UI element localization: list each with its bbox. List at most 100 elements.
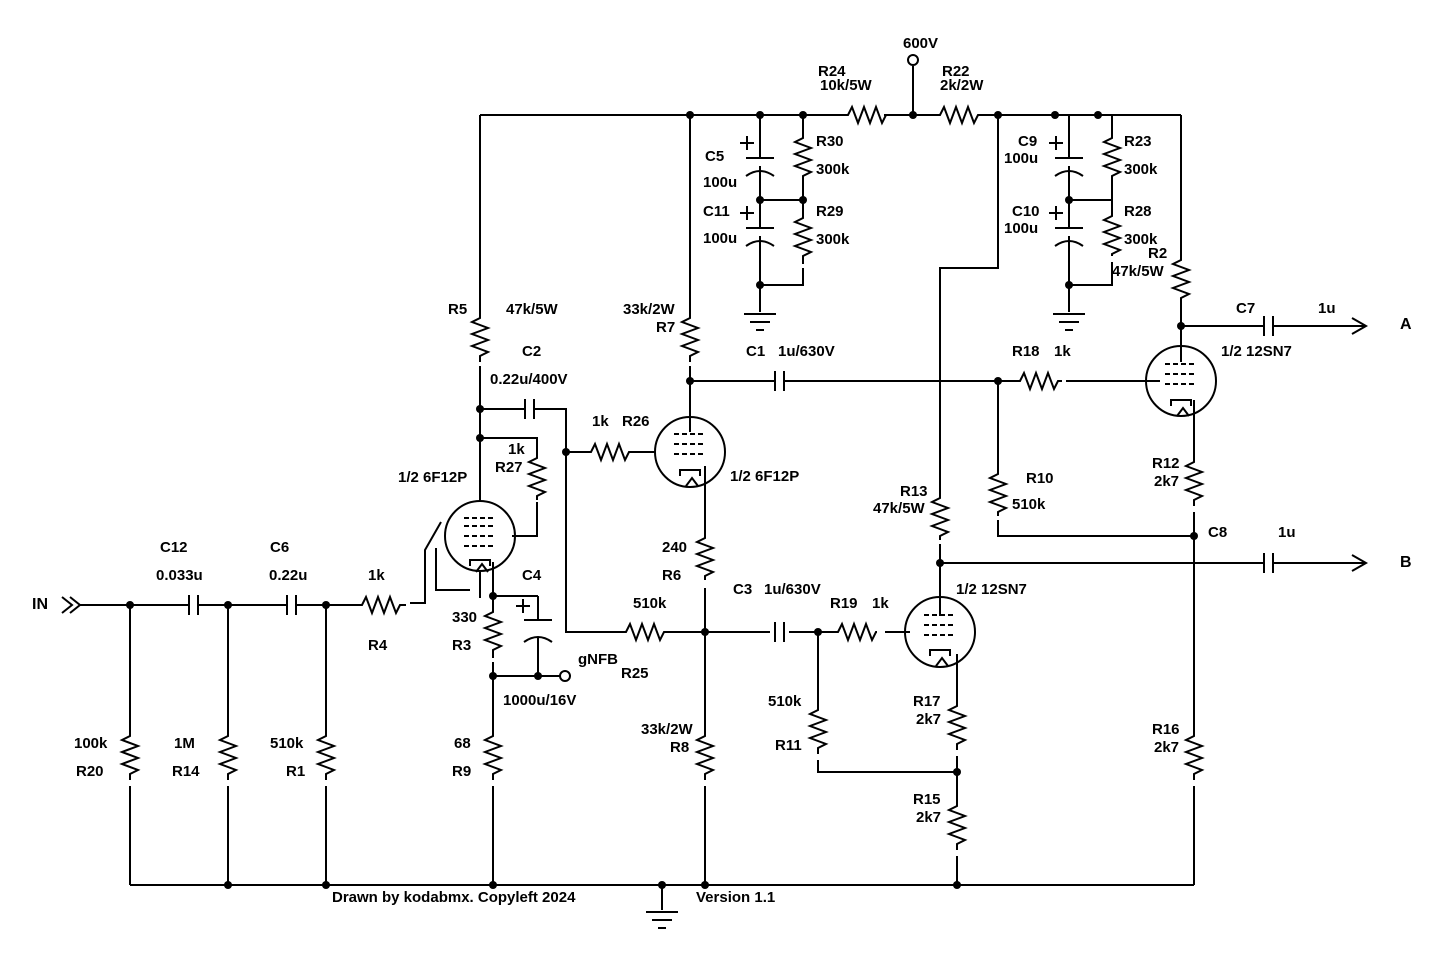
c11-ref: C11 bbox=[703, 203, 730, 220]
tube-v2a-label: 1/2 12SN7 bbox=[1221, 343, 1292, 360]
r24-ref: R24 bbox=[818, 63, 846, 80]
capacitor-c11 bbox=[740, 206, 775, 247]
c5-ref: C5 bbox=[705, 148, 724, 165]
r1-ref: R1 bbox=[286, 763, 305, 780]
tube-v2b-label: 1/2 12SN7 bbox=[956, 581, 1027, 598]
r23-value: 300k bbox=[1124, 161, 1158, 178]
r1-value: 510k bbox=[270, 735, 304, 752]
resistor-r17 bbox=[946, 702, 968, 750]
r6-ref: R6 bbox=[662, 567, 681, 584]
r11-ref: R11 bbox=[775, 737, 802, 754]
r28-value: 300k bbox=[1124, 231, 1158, 248]
r10-ref: R10 bbox=[1026, 470, 1054, 487]
r4-value: 1k bbox=[368, 567, 385, 584]
resistor-r28 bbox=[1101, 212, 1123, 256]
c12-ref: C12 bbox=[160, 539, 188, 556]
output-a-arrow-icon bbox=[1351, 317, 1369, 335]
r16-value: 2k7 bbox=[1154, 739, 1179, 756]
r23-ref: R23 bbox=[1124, 133, 1152, 150]
tube-v2a bbox=[1145, 345, 1217, 417]
c10-value: 100u bbox=[1004, 220, 1038, 237]
r2-ref: R2 bbox=[1148, 245, 1167, 262]
c2-ref: C2 bbox=[522, 343, 541, 360]
r24-value: 10k/5W bbox=[820, 77, 873, 94]
r20-value: 100k bbox=[74, 735, 108, 752]
r5-ref: R5 bbox=[448, 301, 467, 318]
resistor-r15 bbox=[946, 800, 968, 850]
r7-ref: R7 bbox=[656, 319, 675, 336]
r16-ref: R16 bbox=[1152, 721, 1180, 738]
r8-value: 33k/2W bbox=[641, 721, 694, 738]
r15-value: 2k7 bbox=[916, 809, 941, 826]
resistor-r9 bbox=[482, 732, 504, 780]
r29-ref: R29 bbox=[816, 203, 844, 220]
r4-ref: R4 bbox=[368, 637, 388, 654]
c11-value: 100u bbox=[703, 230, 737, 247]
r17-value: 2k7 bbox=[916, 711, 941, 728]
resistor-r26 bbox=[585, 441, 631, 463]
supply-terminal bbox=[907, 54, 919, 66]
resistor-r10 bbox=[987, 470, 1009, 516]
tube-v2b bbox=[904, 596, 976, 668]
capacitor-c3 bbox=[774, 622, 785, 642]
resistor-r20 bbox=[119, 732, 141, 780]
capacitor-c4 bbox=[516, 599, 553, 660]
r30-ref: R30 bbox=[816, 133, 844, 150]
version-text: Version 1.1 bbox=[696, 889, 775, 906]
c7-value: 1u bbox=[1318, 300, 1336, 317]
r6-value: 240 bbox=[662, 539, 687, 556]
c8-value: 1u bbox=[1278, 524, 1296, 541]
credit-text: Drawn by kodabmx. Copyleft 2024 bbox=[332, 889, 576, 906]
r27-value: 1k bbox=[508, 441, 525, 458]
r30-value: 300k bbox=[816, 161, 850, 178]
resistor-r14 bbox=[217, 732, 239, 780]
gnfb-terminal bbox=[559, 670, 571, 682]
tube-v1b bbox=[654, 416, 726, 488]
resistor-r29 bbox=[792, 214, 814, 264]
r20-ref: R20 bbox=[76, 763, 104, 780]
r25-value: 510k bbox=[633, 595, 667, 612]
resistor-r12 bbox=[1183, 456, 1205, 506]
c9-value: 100u bbox=[1004, 150, 1038, 167]
c1-ref: C1 bbox=[746, 343, 765, 360]
capacitor-c8 bbox=[1240, 553, 1280, 573]
r28-ref: R28 bbox=[1124, 203, 1152, 220]
resistor-r7 bbox=[679, 314, 701, 362]
wiring bbox=[98, 66, 1366, 910]
c3-ref: C3 bbox=[733, 581, 752, 598]
supply-label: 600V bbox=[903, 35, 938, 52]
c9-ref: C9 bbox=[1018, 133, 1037, 150]
r14-ref: R14 bbox=[172, 763, 200, 780]
r18-value: 1k bbox=[1054, 343, 1071, 360]
c4-value: 1000u/16V bbox=[503, 692, 576, 709]
r17-ref: R17 bbox=[913, 693, 941, 710]
c1-value: 1u/630V bbox=[778, 343, 835, 360]
resistor-r23 bbox=[1101, 134, 1123, 184]
r8-ref: R8 bbox=[670, 739, 689, 756]
ground-symbol-main bbox=[646, 911, 678, 929]
output-b-arrow-icon bbox=[1351, 554, 1369, 572]
input-label: IN bbox=[32, 596, 48, 613]
resistor-r13 bbox=[929, 492, 951, 540]
r5-value: 47k/5W bbox=[506, 301, 559, 318]
tube-v1b-label: 1/2 6F12P bbox=[730, 468, 799, 485]
r29-value: 300k bbox=[816, 231, 850, 248]
c4-ref: C4 bbox=[522, 567, 542, 584]
r13-value: 47k/5W bbox=[873, 500, 926, 517]
r3-ref: R3 bbox=[452, 637, 471, 654]
resistor-r16 bbox=[1183, 732, 1205, 780]
r15-ref: R15 bbox=[913, 791, 941, 808]
resistor-r5 bbox=[469, 314, 491, 362]
c10-ref: C10 bbox=[1012, 203, 1040, 220]
resistor-r1 bbox=[315, 732, 337, 780]
junctions bbox=[126, 111, 1198, 889]
r11-value: 510k bbox=[768, 693, 802, 710]
r25-ref: R25 bbox=[621, 665, 649, 682]
r19-value: 1k bbox=[872, 595, 889, 612]
capacitor-c2 bbox=[520, 399, 539, 419]
r9-ref: R9 bbox=[452, 763, 471, 780]
c2-value: 0.22u/400V bbox=[490, 371, 568, 388]
r27-ref: R27 bbox=[495, 459, 523, 476]
capacitor-c6 bbox=[283, 595, 300, 615]
resistor-r2 bbox=[1170, 254, 1192, 310]
